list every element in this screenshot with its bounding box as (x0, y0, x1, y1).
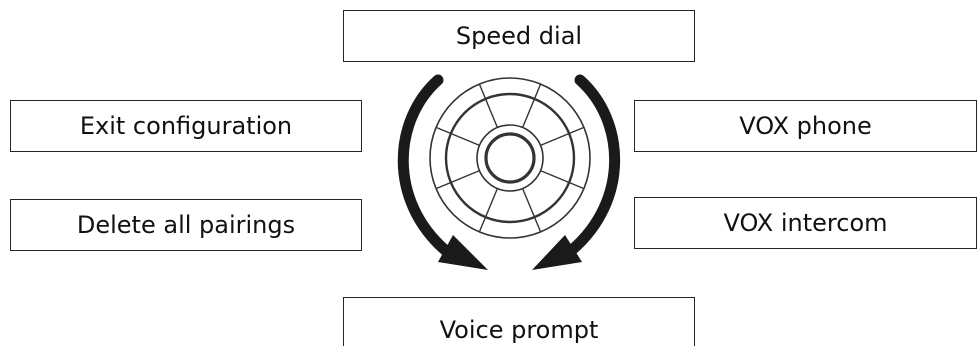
menu-label-speed-dial: Speed dial (455, 22, 583, 50)
right-arrow-shaft (566, 74, 621, 256)
dial-center-button (484, 132, 536, 184)
menu-label-delete-all-pairings: Delete all pairings (76, 211, 296, 239)
menu-label-vox-phone: VOX phone (739, 112, 872, 140)
menu-box-vox-phone: VOX phone (634, 100, 977, 152)
menu-box-vox-intercom: VOX intercom (634, 197, 977, 249)
menu-label-exit-configuration: Exit configuration (79, 112, 293, 140)
menu-label-voice-prompt: Voice prompt (439, 316, 599, 344)
dial-spoke (435, 126, 480, 147)
dial-segment-ring (444, 92, 576, 224)
jog-dial-icon (429, 77, 591, 239)
jog-dial-graphic (397, 74, 621, 270)
menu-label-vox-intercom: VOX intercom (723, 209, 888, 237)
menu-box-exit-configuration: Exit configuration (10, 100, 362, 152)
counterclockwise-arrow-icon (397, 74, 488, 270)
dial-outer-ring (429, 77, 591, 239)
menu-box-voice-prompt: Voice prompt (343, 297, 695, 346)
clockwise-arrow-icon (532, 74, 621, 270)
dial-spoke (540, 126, 585, 147)
dial-spoke (478, 188, 499, 233)
dial-spoke (435, 169, 480, 190)
dial-spoke (521, 83, 542, 128)
right-arrow-head (532, 235, 582, 270)
menu-box-delete-all-pairings: Delete all pairings (10, 199, 362, 251)
dial-spoke (540, 169, 585, 190)
dial-spoke (521, 188, 542, 233)
left-arrow-shaft (397, 74, 451, 256)
left-arrow-head (438, 235, 488, 270)
dial-inner-ring (476, 124, 544, 192)
menu-box-speed-dial: Speed dial (343, 10, 695, 62)
dial-spokes (435, 83, 585, 233)
dial-spoke (478, 83, 499, 128)
